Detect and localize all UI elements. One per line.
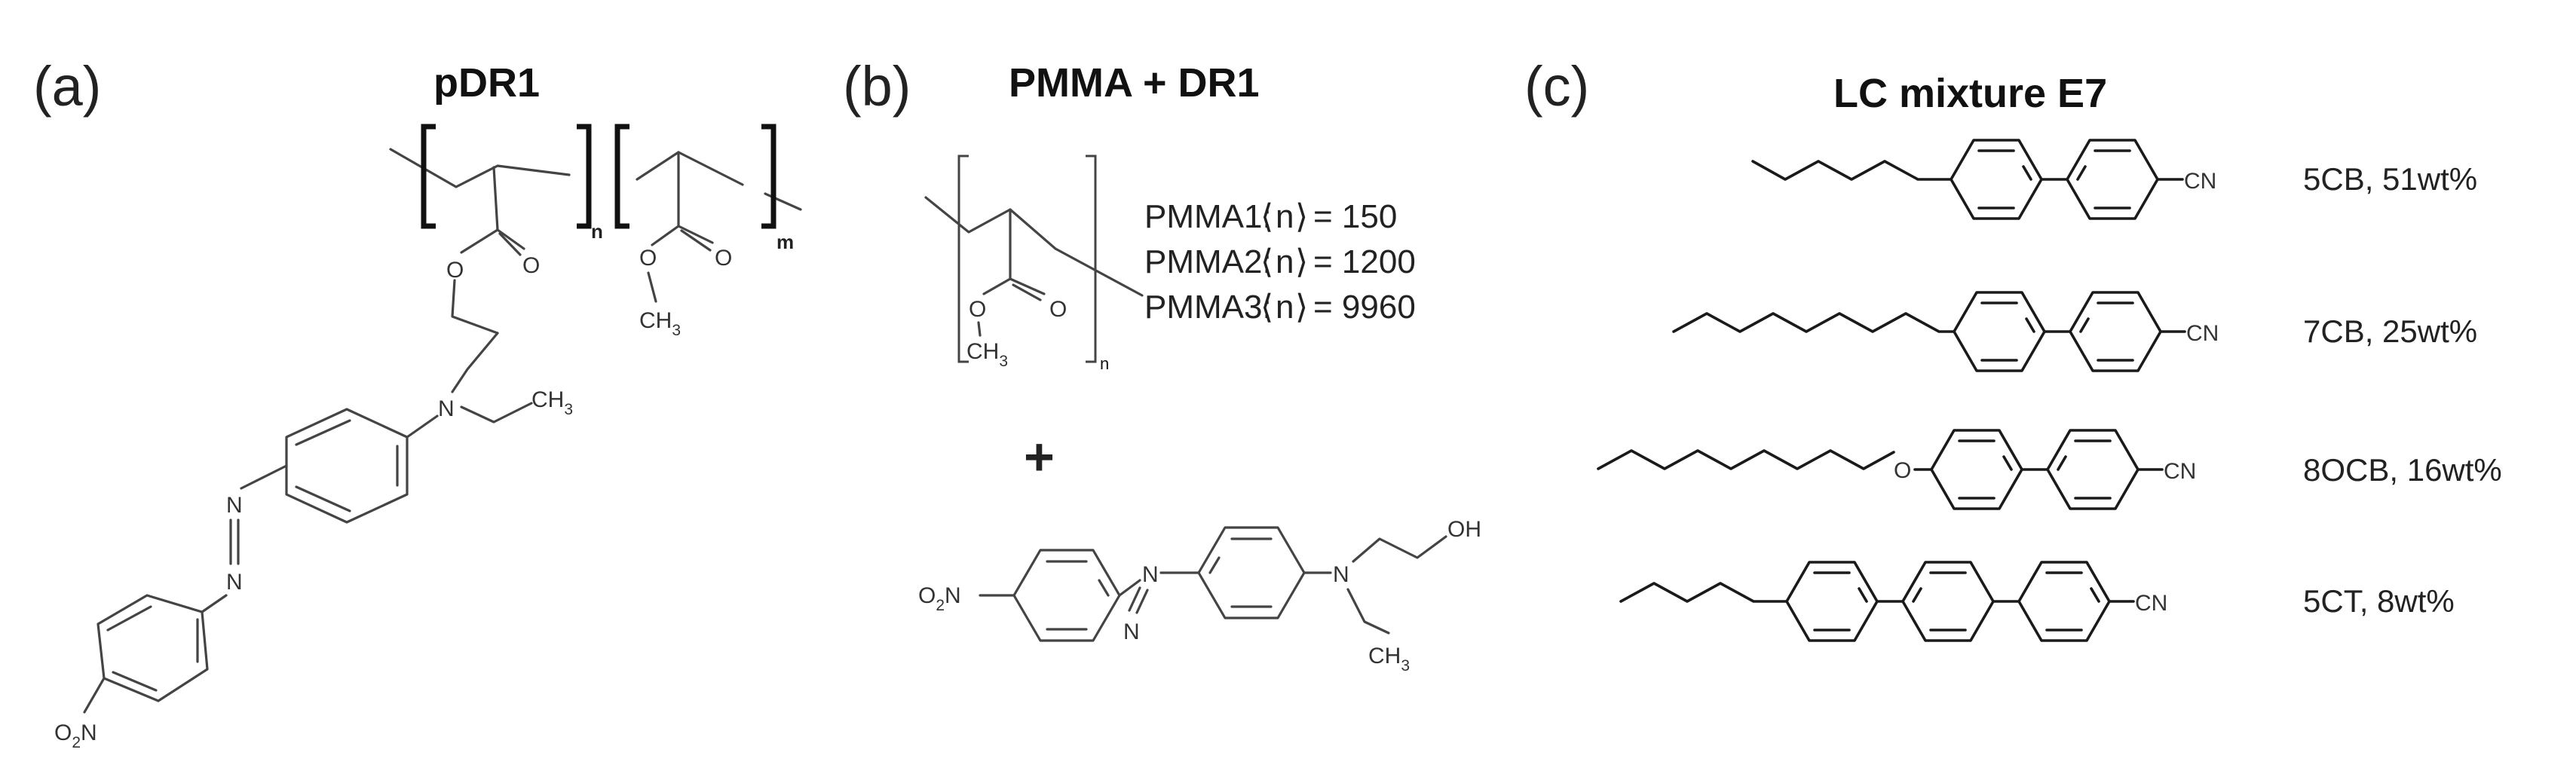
atom-o2n: O2N [54, 720, 97, 751]
dr1-atom-o2n: O2N [918, 583, 961, 614]
bracket-right-pmma [1086, 154, 1097, 363]
molecule-5ct: CN 5CT, 8wt% [1619, 561, 2455, 642]
atom-n-amine: N [438, 396, 455, 421]
phenyl-ring [1930, 429, 2023, 510]
panel-c-title: LC mixture E7 [1833, 71, 2107, 116]
cn-label: CN [2135, 591, 2167, 616]
benzene-ring-b2 [1197, 526, 1306, 619]
atom-o2: O [446, 258, 464, 283]
pmma-n-symbol: n [1276, 198, 1294, 235]
pmma-row-3: PMMA3: ⟨ n ⟩ = 9960 [1144, 289, 1416, 326]
dr1-atom-ch3: CH3 [1368, 644, 1410, 674]
panel-a: (a) pDR1 n m O O [33, 55, 802, 751]
atom-n-azo1: N [226, 493, 243, 518]
component-name: 7CB, 25wt% [2303, 314, 2477, 349]
pmma-atom-o2: O [969, 297, 986, 322]
molecule-7cb: CN 7CB, 25wt% [1672, 291, 2477, 372]
phenyl-ring [1901, 561, 1995, 642]
phenyl-ring [2066, 139, 2159, 220]
pmma-n-symbol: n [1276, 289, 1294, 326]
pmma-atom-o1: O [1049, 297, 1067, 322]
amine-group: N CH3 [406, 332, 573, 439]
nitro-group-a: O2N [54, 677, 106, 751]
angle-bracket: ⟨ [1260, 289, 1273, 326]
pmma-subscript-n: n [1100, 354, 1109, 373]
molecule-5cb: CN 5CB, 51wt% [1751, 139, 2477, 220]
ether-oxygen: O [1894, 458, 1911, 483]
bracket-right-m [761, 124, 776, 229]
atom-o1: O [522, 253, 540, 278]
pmma-structure: n O O CH3 [924, 154, 1144, 373]
phenyl-ring [1953, 291, 2046, 372]
dr1-atom-n-azo1: N [1142, 562, 1159, 587]
pmma-n-symbol: n [1276, 243, 1294, 280]
pmma-atom-ch3: CH3 [966, 339, 1008, 370]
angle-bracket: ⟩ [1295, 289, 1308, 326]
phenyl-ring [2046, 429, 2140, 510]
panel-b-title: PMMA + DR1 [1009, 60, 1260, 106]
panel-a-label: (a) [33, 55, 101, 118]
atom-n-azo2: N [226, 570, 243, 595]
subscript-n: n [591, 220, 603, 243]
pmma-value: = 9960 [1313, 289, 1416, 326]
ester-group-2: O O CH3 [639, 151, 732, 339]
bracket-left-n [421, 124, 436, 229]
component-name: 5CB, 51wt% [2303, 161, 2477, 197]
pmma-name: PMMA2: [1144, 243, 1272, 280]
plus-sign: + [1024, 427, 1055, 486]
subscript-m: m [776, 231, 794, 253]
azo-group-a: N N [201, 464, 288, 613]
panel-b-label: (b) [843, 55, 911, 118]
pmma-list: PMMA1: ⟨ n ⟩ = 150 PMMA2: ⟨ n ⟩ = 1200 P… [1144, 198, 1416, 326]
pdr1-backbone: n m [389, 124, 802, 253]
pmma-name: PMMA1: [1144, 198, 1272, 235]
dr1-structure: O2N N N N OH C [918, 517, 1481, 674]
dr1-atom-n-amine: N [1333, 562, 1349, 587]
atom-o3: O [715, 246, 732, 271]
bracket-left-pmma [957, 154, 969, 363]
phenyl-ring [1950, 139, 2043, 220]
dr1-atom-oh: OH [1447, 517, 1481, 542]
angle-bracket: ⟩ [1295, 243, 1308, 280]
angle-bracket: ⟩ [1295, 198, 1308, 235]
pmma-row-2: PMMA2: ⟨ n ⟩ = 1200 [1144, 243, 1416, 280]
ester-group-1: O O [446, 166, 540, 335]
panel-c: (c) LC mixture E7 CN 5CB, 51wt% [1524, 55, 2502, 642]
molecule-8ocb: O CN 8OCB, 16wt% [1597, 429, 2502, 510]
cn-label: CN [2186, 321, 2219, 346]
angle-bracket: ⟨ [1260, 243, 1273, 280]
cn-label: CN [2164, 459, 2196, 484]
panel-a-title: pDR1 [433, 60, 540, 106]
phenyl-ring [2069, 291, 2162, 372]
dr1-atom-n-azo2: N [1123, 619, 1140, 644]
pmma-value: = 1200 [1313, 243, 1416, 280]
panel-b: (b) PMMA + DR1 n O O CH3 PMMA1: ⟨ n ⟩ = … [843, 55, 1481, 674]
component-name: 5CT, 8wt% [2303, 583, 2455, 619]
pmma-row-1: PMMA1: ⟨ n ⟩ = 150 [1144, 198, 1397, 235]
phenyl-ring [1785, 561, 1879, 642]
atom-o4: O [639, 246, 657, 271]
benzene-ring-a1 [285, 408, 409, 524]
benzene-ring-a2 [96, 594, 209, 702]
angle-bracket: ⟨ [1260, 198, 1273, 235]
cn-label: CN [2184, 169, 2216, 194]
bracket-right-n [577, 124, 592, 229]
atom-ch3: CH3 [531, 387, 573, 418]
atom-ch3b: CH3 [639, 308, 681, 339]
pmma-name: PMMA3: [1144, 289, 1272, 326]
component-name: 8OCB, 16wt% [2303, 452, 2502, 488]
benzene-ring-b1 [1012, 549, 1121, 642]
panel-c-label: (c) [1524, 55, 1589, 118]
bracket-left-m [614, 124, 629, 229]
phenyl-ring [2017, 561, 2111, 642]
pmma-value: = 150 [1313, 198, 1397, 235]
